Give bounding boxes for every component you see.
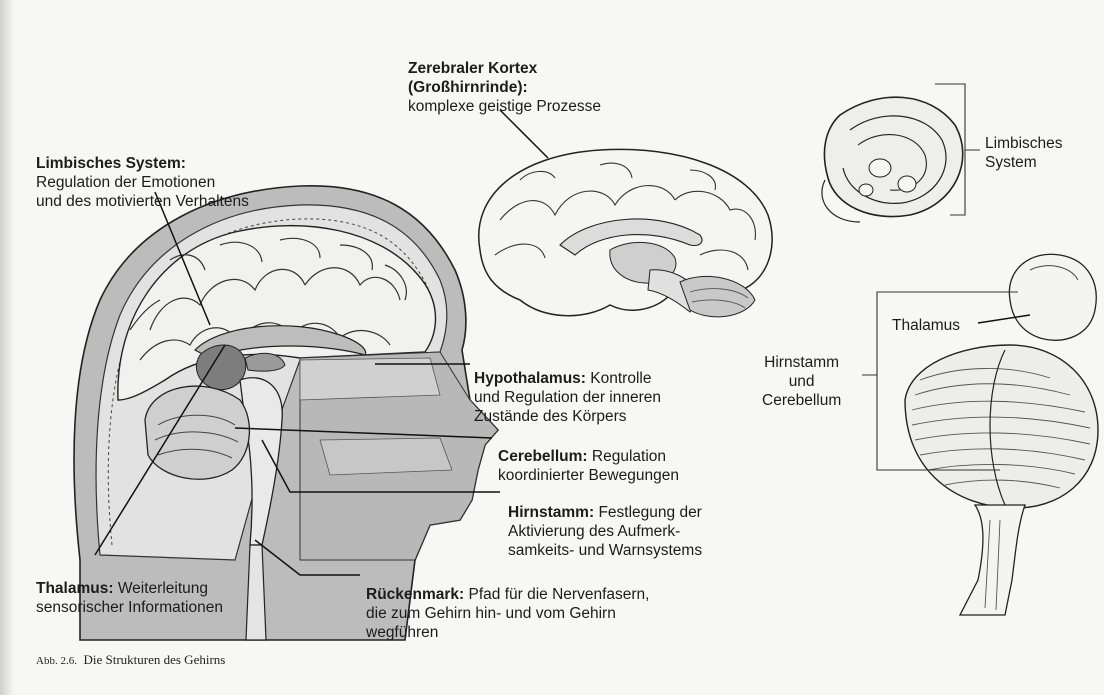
label-zerebraler-kortex: Zerebraler Kortex (Großhirnrinde): kompl… (408, 40, 601, 135)
cerebellum (145, 386, 249, 479)
medial-brain-view (479, 149, 772, 316)
label-thalamus: Thalamus: Weiterleitung sensorischer Inf… (36, 560, 223, 617)
caption-text: Die Strukturen des Gehirns (83, 652, 225, 667)
label-rueckenmark: Rückenmark: Pfad für die Nervenfasern, d… (366, 566, 649, 642)
label-title: Cerebellum: (498, 448, 588, 465)
brainstem-cerebellum-illustration (862, 254, 1098, 615)
label-title: Thalamus: (36, 580, 114, 597)
label-desc: Regulation der Emotionen und des motivie… (36, 173, 249, 211)
label-title: Hirnstamm: (508, 504, 594, 521)
label-limbisches-system: Limbisches System: Regulation der Emotio… (36, 135, 249, 230)
label-hirnstamm-cerebellum-side: Hirnstamm und Cerebellum (762, 353, 841, 410)
label-title: Zerebraler Kortex (Großhirnrinde): (408, 60, 537, 96)
spinal-cord (246, 545, 266, 640)
limbic-system-illustration (822, 84, 980, 222)
label-desc: komplexe geistige Prozesse (408, 97, 601, 116)
label-title: Rückenmark: (366, 586, 464, 603)
label-thalamus-side: Thalamus (892, 316, 960, 335)
label-cerebellum: Cerebellum: Regulation koordinierter Bew… (498, 428, 679, 485)
label-limbisches-system-side: Limbisches System (985, 134, 1063, 172)
caption-number: Abb. 2.6. (36, 655, 77, 667)
figure-caption: Abb. 2.6. Die Strukturen des Gehirns (36, 652, 225, 668)
label-title: Hypothalamus: (474, 370, 586, 387)
label-hirnstamm: Hirnstamm: Festlegung der Aktivierung de… (508, 484, 702, 560)
label-hypothalamus: Hypothalamus: Kontrolle und Regulation d… (474, 350, 661, 426)
label-title: Limbisches System: (36, 155, 186, 172)
